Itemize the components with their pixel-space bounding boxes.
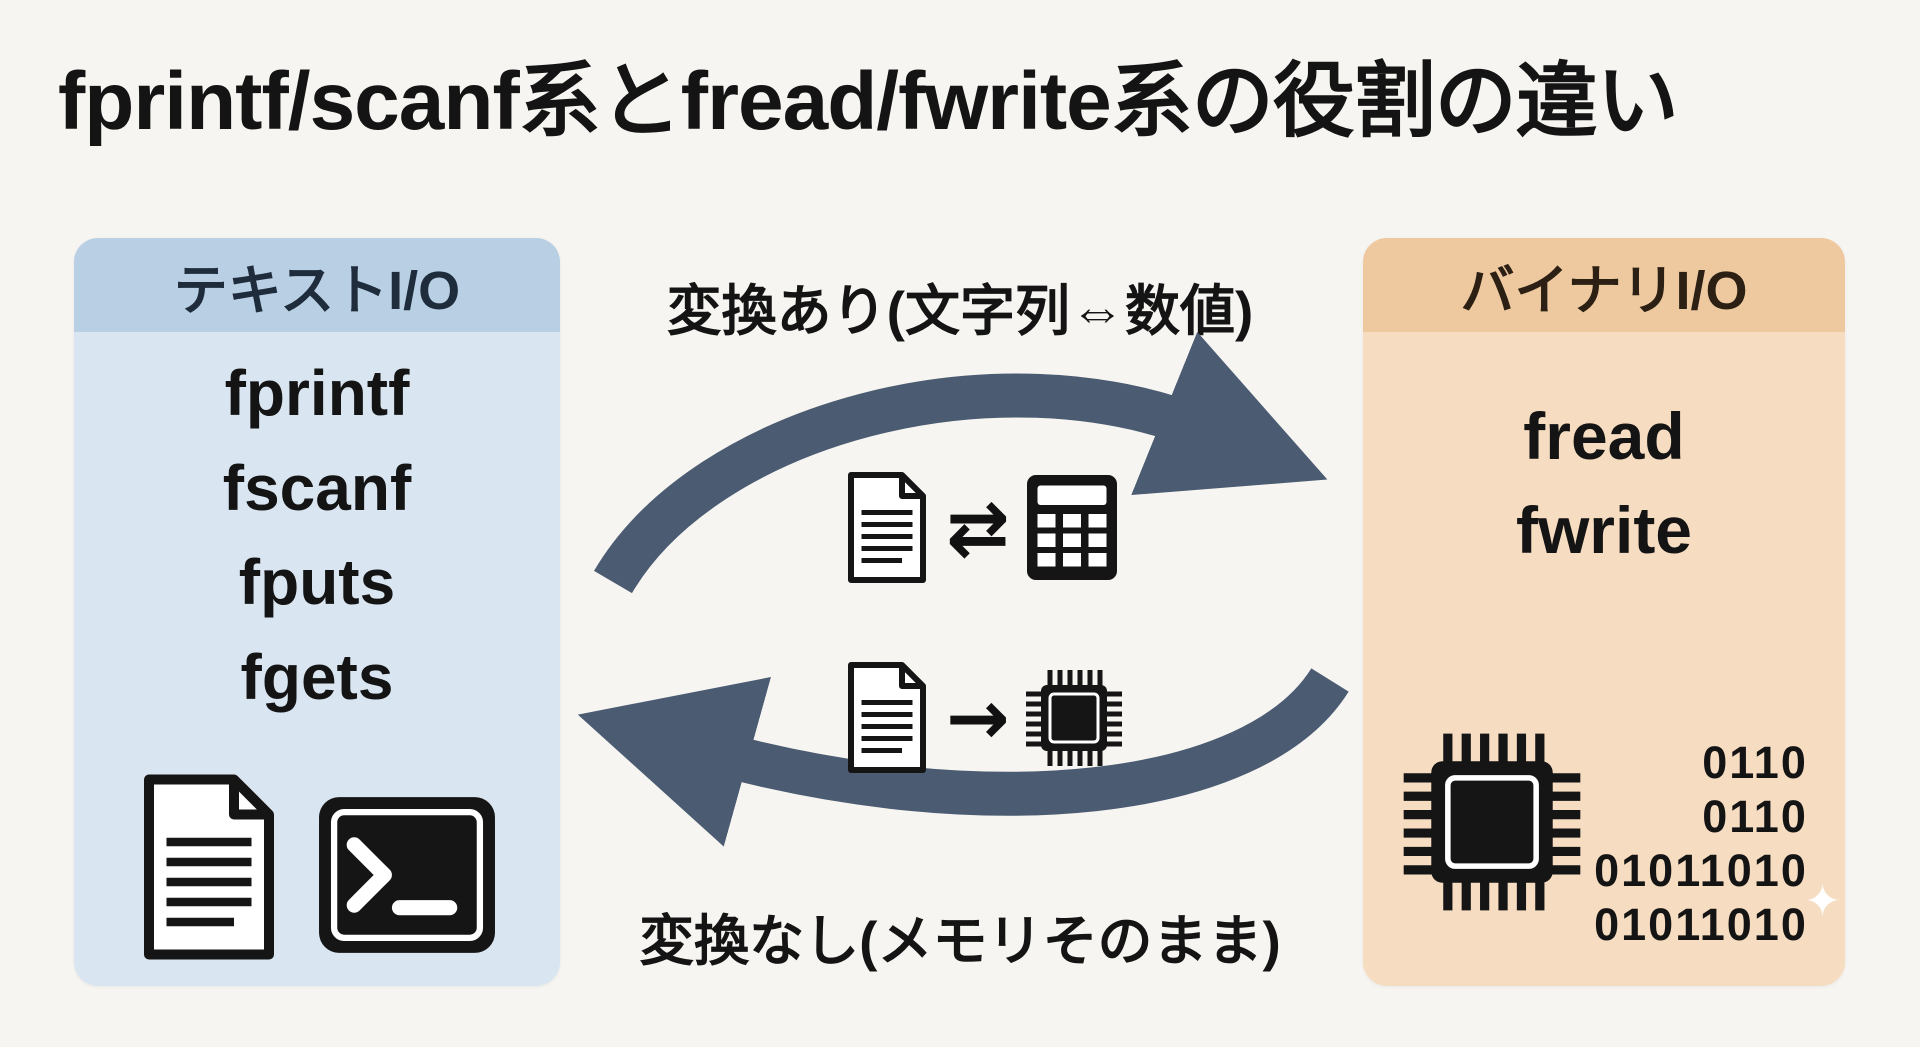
binary-line: 01011010	[1594, 845, 1808, 896]
function-fread: fread	[1523, 399, 1685, 473]
function-fprintf: fprintf	[224, 357, 410, 429]
text-io-function-list: fprintf fscanf fputs fgets	[74, 346, 560, 725]
binary-io-header: バイナリI/O	[1363, 238, 1845, 332]
page-title: fprintf/scanf系とfread/fwrite系の役割の違い	[58, 56, 1679, 147]
function-fputs: fputs	[238, 546, 396, 619]
binary-io-function-list: fread fwrite	[1363, 390, 1845, 577]
binary-data-block: 0110 0110 01011010 01011010	[1363, 730, 1845, 986]
cycle-arrow-top	[594, 331, 1328, 594]
right-arrow-icon: →	[946, 672, 1010, 762]
sparkle-decoration: ✦	[1804, 877, 1841, 926]
conversion-cycle-arrows	[577, 331, 1349, 847]
calculator-icon	[1026, 475, 1117, 580]
conversion-label: 変換あり(文字列⇔数値)	[666, 280, 1254, 342]
chip-icon	[1403, 733, 1581, 911]
function-fscanf: fscanf	[222, 451, 412, 524]
document-icon	[848, 662, 926, 773]
binary-line: 0110	[1702, 737, 1808, 788]
binary-io-panel: バイナリI/O fread fwrite 0110 0110 01011010	[1363, 238, 1845, 986]
swap-arrows-icon: ⇄	[946, 482, 1010, 572]
text-io-header: テキストI/O	[74, 238, 560, 332]
no-conversion-label: 変換なし(メモリそのまま)	[639, 910, 1281, 972]
chip-icon	[1025, 669, 1122, 766]
terminal-icon	[319, 797, 495, 953]
binary-digits: 0110 0110 01011010 01011010	[1594, 736, 1808, 952]
text-io-panel: テキストI/O fprintf fscanf fputs fgets	[74, 238, 560, 986]
memory-copy-icons: →	[842, 662, 1124, 773]
function-fwrite: fwrite	[1515, 492, 1693, 567]
cycle-arrow-bottom	[577, 667, 1349, 847]
text-io-icons	[74, 774, 560, 986]
document-icon	[144, 774, 274, 960]
function-fgets: fgets	[240, 641, 394, 714]
text-to-number-icons: ⇄	[842, 472, 1120, 583]
binary-line: 0110	[1702, 791, 1808, 842]
binary-line: 01011010	[1594, 899, 1808, 950]
document-icon	[848, 472, 926, 583]
